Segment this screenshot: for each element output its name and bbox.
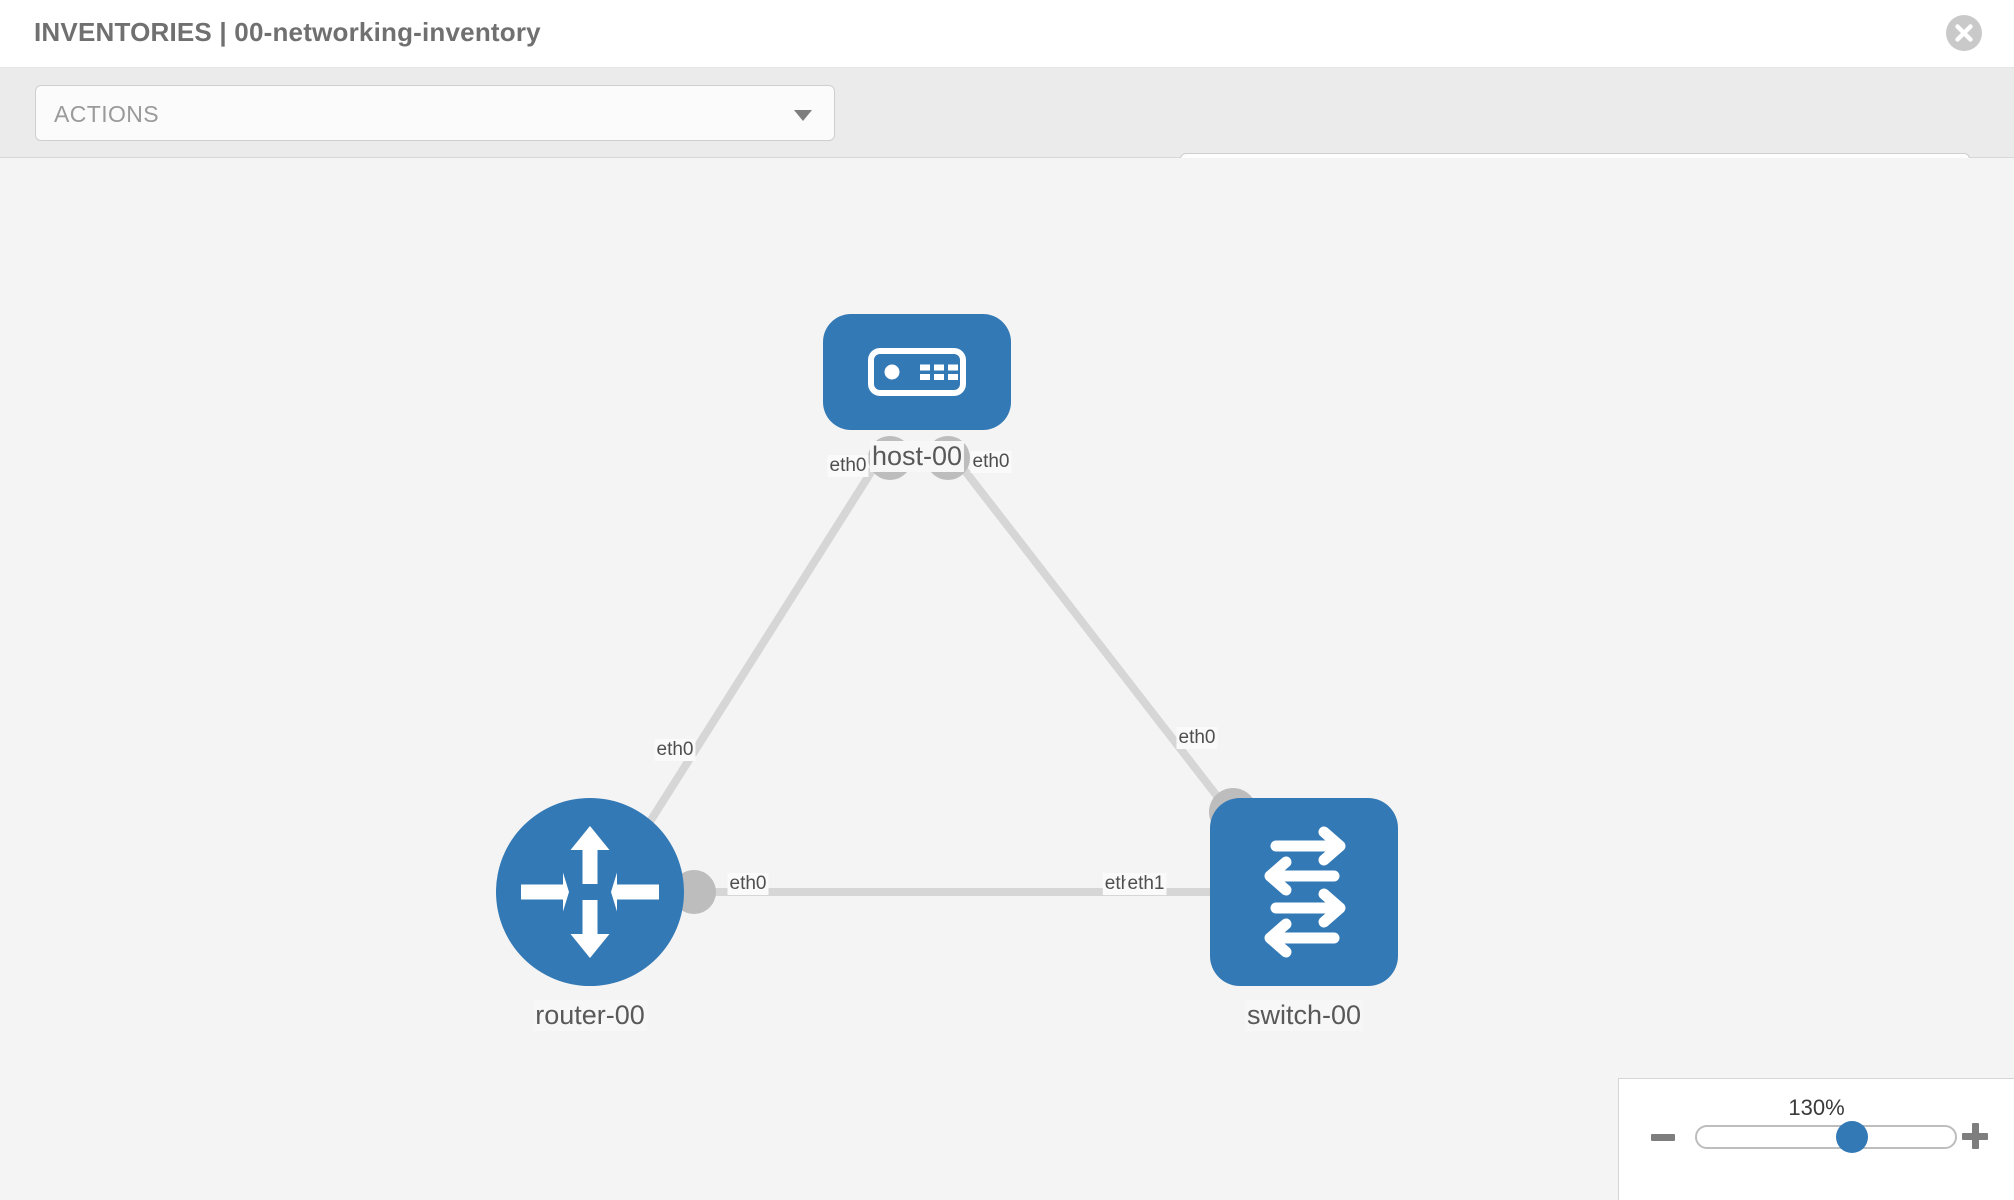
actions-dropdown[interactable]: ACTIONS bbox=[35, 85, 835, 141]
node-label-host: host-00 bbox=[869, 441, 965, 472]
topology-links bbox=[623, 455, 1269, 896]
iface-label: eth0 bbox=[727, 873, 769, 895]
zoom-slider[interactable] bbox=[1695, 1121, 1957, 1153]
topology-canvas[interactable]: eth0 eth0 eth0 eth0 eth0 eth eth1 host-0… bbox=[0, 158, 2014, 1200]
iface-label: eth0 bbox=[970, 451, 1012, 473]
topology-node-host-00 bbox=[823, 314, 1011, 430]
iface-label: eth0 bbox=[1176, 727, 1218, 749]
iface-label: eth0 bbox=[827, 455, 869, 477]
zoom-slider-thumb[interactable] bbox=[1835, 1121, 1868, 1153]
page-title: INVENTORIES | 00-networking-inventory bbox=[34, 17, 541, 47]
plus-icon[interactable] bbox=[1962, 1123, 1988, 1149]
actions-dropdown-label: ACTIONS bbox=[54, 101, 160, 127]
toolbar: ACTIONS SEARCH bbox=[0, 68, 2014, 209]
node-label-switch: switch-00 bbox=[1244, 1000, 1364, 1031]
page-header: INVENTORIES | 00-networking-inventory bbox=[0, 0, 2014, 68]
topology-connectors bbox=[672, 436, 1259, 914]
close-icon[interactable] bbox=[1946, 15, 1982, 51]
minus-icon[interactable] bbox=[1651, 1134, 1675, 1141]
topology-node-router-00 bbox=[496, 798, 684, 986]
node-label-router: router-00 bbox=[533, 1000, 647, 1031]
iface-label: eth1 bbox=[1125, 873, 1167, 895]
chevron-down-icon bbox=[794, 110, 812, 121]
zoom-level-label: 130% bbox=[1788, 1095, 1845, 1120]
iface-label: eth0 bbox=[654, 739, 696, 761]
zoom-control-panel: 130% bbox=[1618, 1078, 2014, 1200]
topology-node-switch-00 bbox=[1210, 798, 1398, 986]
